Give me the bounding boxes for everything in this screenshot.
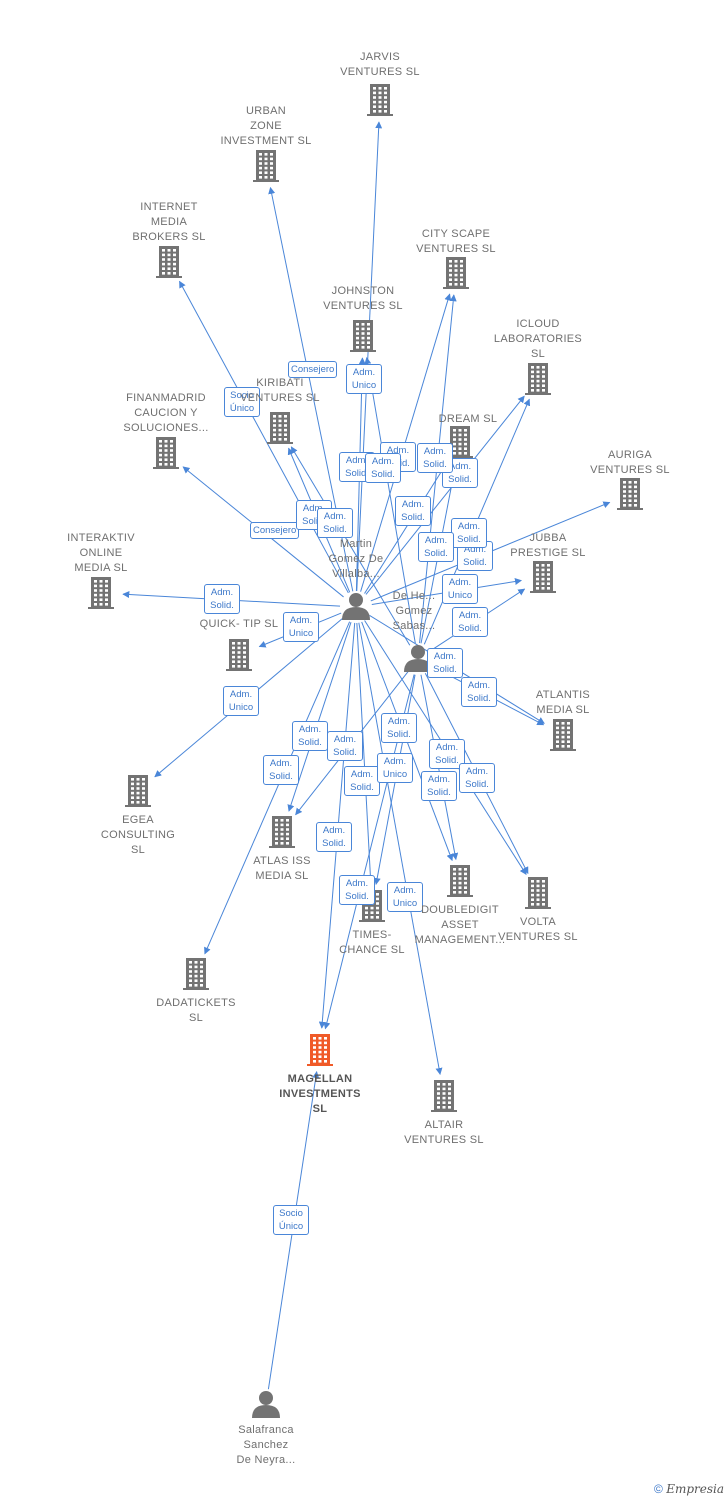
relation-edge [179, 280, 349, 594]
relation-edge [290, 446, 411, 646]
building-icon[interactable] [350, 320, 376, 352]
relation-label[interactable]: Adm. Unico [377, 753, 413, 783]
company-label[interactable]: DREAM SL [438, 413, 498, 425]
relation-edge [364, 356, 416, 644]
relation-label[interactable]: Adm. Solid. [317, 508, 353, 538]
relation-label[interactable]: Adm. Solid. [292, 721, 328, 751]
company-label[interactable]: DOUBLEDIGIT ASSET MANAGEMENT... [414, 904, 506, 946]
relation-edge [364, 460, 449, 594]
company-label[interactable]: ALTAIR VENTURES SL [404, 1119, 484, 1146]
building-icon[interactable] [447, 426, 473, 458]
company-label[interactable]: JOHNSTON VENTURES SL [323, 285, 403, 312]
company-label[interactable]: DADATICKETS SL [156, 997, 236, 1024]
building-icon[interactable] [226, 639, 252, 671]
company-label[interactable]: ICLOUD LABORATORIES SL [493, 318, 583, 360]
building-icon[interactable] [525, 877, 551, 909]
building-icon[interactable] [431, 1080, 457, 1112]
relation-label[interactable]: Adm. Solid. [316, 822, 352, 852]
relation-label[interactable]: Adm. Solid. [459, 763, 495, 793]
relation-edge [287, 622, 352, 812]
building-icon[interactable] [525, 363, 551, 395]
building-icon[interactable] [253, 150, 279, 182]
building-icon[interactable] [88, 577, 114, 609]
relation-label[interactable]: Adm. Solid. [417, 443, 453, 473]
relation-edge [358, 622, 443, 1076]
relation-label[interactable]: Consejero [288, 361, 338, 378]
relation-label[interactable]: Adm. Solid. [395, 496, 431, 526]
company-label[interactable]: INTERAKTIV ONLINE MEDIA SL [67, 532, 135, 574]
company-label[interactable]: EGEA CONSULTING SL [100, 814, 176, 856]
person-icon[interactable] [342, 593, 370, 620]
company-label[interactable]: URBAN ZONE INVESTMENT SL [220, 105, 312, 147]
relation-label[interactable]: Adm. Solid. [452, 607, 488, 637]
building-icon[interactable] [550, 719, 576, 751]
relation-label[interactable]: Adm. Unico [387, 882, 423, 912]
building-icon[interactable] [617, 478, 643, 510]
relation-label[interactable]: Adm. Unico [223, 686, 259, 716]
company-label[interactable]: ATLAS ISS MEDIA SL [253, 855, 311, 882]
brand-name: Empresia [666, 1482, 724, 1496]
building-icon[interactable] [530, 561, 556, 593]
company-label[interactable]: FINANMADRID CAUCION Y SOLUCIONES... [123, 392, 209, 434]
relation-label[interactable]: Adm. Solid. [451, 518, 487, 548]
person-label[interactable]: De He... Gomez Sabas... [392, 590, 436, 632]
building-icon[interactable] [447, 865, 473, 897]
company-label[interactable]: JARVIS VENTURES SL [340, 51, 420, 78]
footer-brand[interactable]: © Empresia [654, 1482, 724, 1496]
relation-label[interactable]: Adm. Solid. [461, 677, 497, 707]
relation-label[interactable]: Adm. Unico [442, 574, 478, 604]
building-icon[interactable] [153, 437, 179, 469]
relation-label[interactable]: Adm. Solid. [339, 875, 375, 905]
relation-label[interactable]: Consejero [250, 522, 300, 539]
relation-edge [356, 622, 374, 885]
company-label[interactable]: CITY SCAPE VENTURES SL [416, 228, 496, 255]
company-label[interactable]: VOLTA VENTURES SL [498, 916, 578, 943]
person-icon[interactable] [404, 645, 432, 672]
copyright-symbol: © [654, 1482, 663, 1496]
company-label[interactable]: QUICK- TIP SL [199, 618, 279, 630]
relation-label[interactable]: Adm. Unico [283, 612, 319, 642]
company-label[interactable]: ATLANTIS MEDIA SL [535, 689, 591, 716]
relation-label[interactable]: Socio Único [224, 387, 260, 417]
relation-edge [365, 395, 525, 595]
relation-edge [356, 121, 383, 592]
relation-label[interactable]: Adm. Solid. [344, 766, 380, 796]
building-icon[interactable] [156, 246, 182, 278]
building-icon[interactable] [367, 84, 393, 116]
nodes-layer [88, 84, 643, 1418]
building-icon[interactable] [443, 257, 469, 289]
person-label[interactable]: Salafranca Sanchez De Neyra... [236, 1424, 296, 1466]
company-label[interactable]: MAGELLAN INVESTMENTS SL [279, 1073, 361, 1115]
relation-label[interactable]: Socio Único [273, 1205, 309, 1235]
building-icon[interactable] [267, 412, 293, 444]
relation-label[interactable]: Adm. Solid. [418, 532, 454, 562]
building-icon[interactable] [269, 816, 295, 848]
relation-edge [204, 621, 351, 955]
relation-label[interactable]: Adm. Solid. [421, 771, 457, 801]
person-label[interactable]: Martin Gomez De Villalba... [328, 538, 384, 580]
company-label[interactable]: AURIGA VENTURES SL [590, 449, 670, 476]
person-icon[interactable] [252, 1391, 280, 1418]
company-label[interactable]: INTERNET MEDIA BROKERS SL [132, 201, 206, 243]
company-label[interactable]: JUBBA PRESTIGE SL [510, 532, 586, 559]
company-label[interactable]: KIRIBATI VENTURES SL [240, 377, 320, 404]
relation-label[interactable]: Adm. Solid. [365, 453, 401, 483]
building-icon[interactable] [307, 1034, 333, 1066]
building-icon[interactable] [183, 958, 209, 990]
relation-label[interactable]: Adm. Solid. [204, 584, 240, 614]
relation-label[interactable]: Adm. Solid. [427, 648, 463, 678]
relation-label[interactable]: Adm. Solid. [263, 755, 299, 785]
relation-label[interactable]: Adm. Solid. [327, 731, 363, 761]
relation-label[interactable]: Adm. Solid. [381, 713, 417, 743]
building-icon[interactable] [125, 775, 151, 807]
relation-label[interactable]: Adm. Unico [346, 364, 382, 394]
company-label[interactable]: TIMES- CHANCE SL [339, 929, 405, 956]
